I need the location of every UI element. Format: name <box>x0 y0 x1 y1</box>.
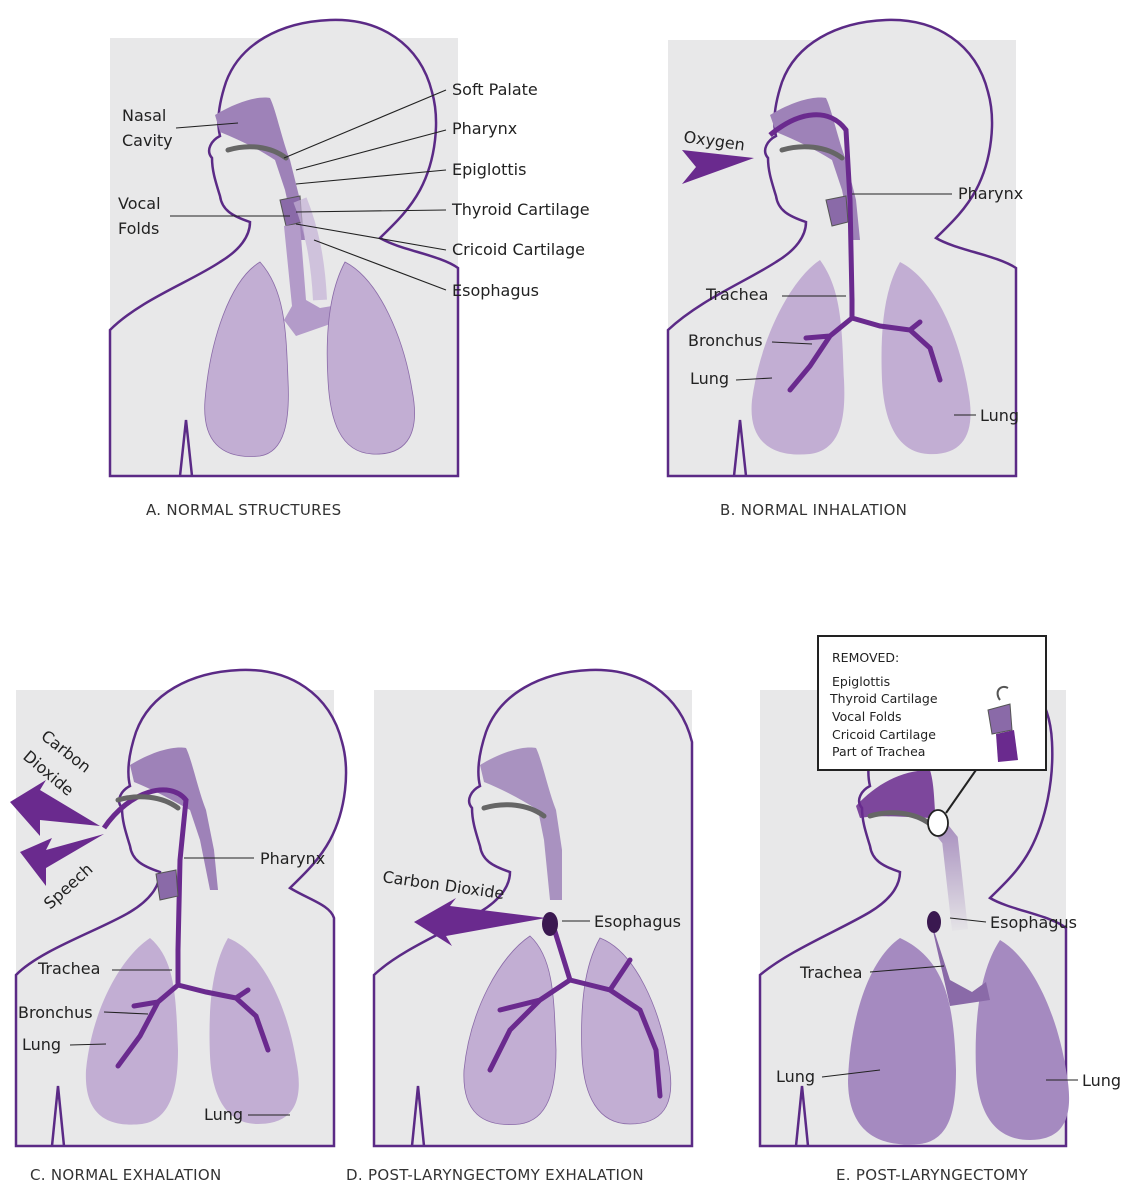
label-lung-right: Lung <box>980 406 1019 425</box>
removed-item: Vocal Folds <box>832 709 902 724</box>
label-trachea: Trachea <box>799 963 862 982</box>
caption-b: B. NORMAL INHALATION <box>720 501 907 519</box>
label-trachea: Trachea <box>705 285 768 304</box>
label-cavity: Cavity <box>122 131 173 150</box>
removed-item: Part of Trachea <box>832 744 925 759</box>
label-esophagus: Esophagus <box>594 912 681 931</box>
panel-c: Carbon Dioxide Speech Pharynx Trachea Br… <box>10 670 346 1184</box>
label-lung-right: Lung <box>204 1105 243 1124</box>
removed-item: Epiglottis <box>832 674 890 689</box>
label-pharynx: Pharynx <box>958 184 1023 203</box>
panel-b: Oxygen Pharynx Trachea Bronchus Lung Lun… <box>668 20 1023 519</box>
caption-e: E. POST-LARYNGECTOMY <box>836 1166 1029 1184</box>
label-esophagus: Esophagus <box>452 281 539 300</box>
label-vocal: Vocal <box>118 194 161 213</box>
panel-d-stoma <box>542 912 558 936</box>
panel-d: Carbon Dioxide Esophagus D. POST-LARYNGE… <box>346 670 692 1184</box>
label-cricoid-cartilage: Cricoid Cartilage <box>452 240 585 259</box>
label-lung-right: Lung <box>1082 1071 1121 1090</box>
label-bronchus: Bronchus <box>688 331 763 350</box>
label-lung-left: Lung <box>22 1035 61 1054</box>
panel-e-stoma <box>927 911 941 933</box>
label-bronchus: Bronchus <box>18 1003 93 1022</box>
panel-c-thyroid <box>156 870 178 900</box>
label-folds: Folds <box>118 219 159 238</box>
label-thyroid-cartilage: Thyroid Cartilage <box>451 200 590 219</box>
label-epiglottis: Epiglottis <box>452 160 526 179</box>
caption-c: C. NORMAL EXHALATION <box>30 1166 222 1184</box>
caption-d: D. POST-LARYNGECTOMY EXHALATION <box>346 1166 644 1184</box>
panel-a: Nasal Cavity Vocal Folds Soft Palate Pha… <box>110 20 590 519</box>
removed-item: Thyroid Cartilage <box>829 691 938 706</box>
label-pharynx: Pharynx <box>452 119 517 138</box>
label-lung-left: Lung <box>776 1067 815 1086</box>
removed-box-title: REMOVED: <box>832 650 899 665</box>
panel-e: REMOVED: Epiglottis Thyroid Cartilage Vo… <box>760 636 1121 1184</box>
label-trachea: Trachea <box>37 959 100 978</box>
label-nasal: Nasal <box>122 106 166 125</box>
removed-item: Cricoid Cartilage <box>832 727 936 742</box>
label-pharynx: Pharynx <box>260 849 325 868</box>
caption-a: A. NORMAL STRUCTURES <box>146 501 341 519</box>
label-soft-palate: Soft Palate <box>452 80 538 99</box>
panel-e-removed-marker <box>928 810 948 836</box>
label-lung-left: Lung <box>690 369 729 388</box>
label-esophagus: Esophagus <box>990 913 1077 932</box>
